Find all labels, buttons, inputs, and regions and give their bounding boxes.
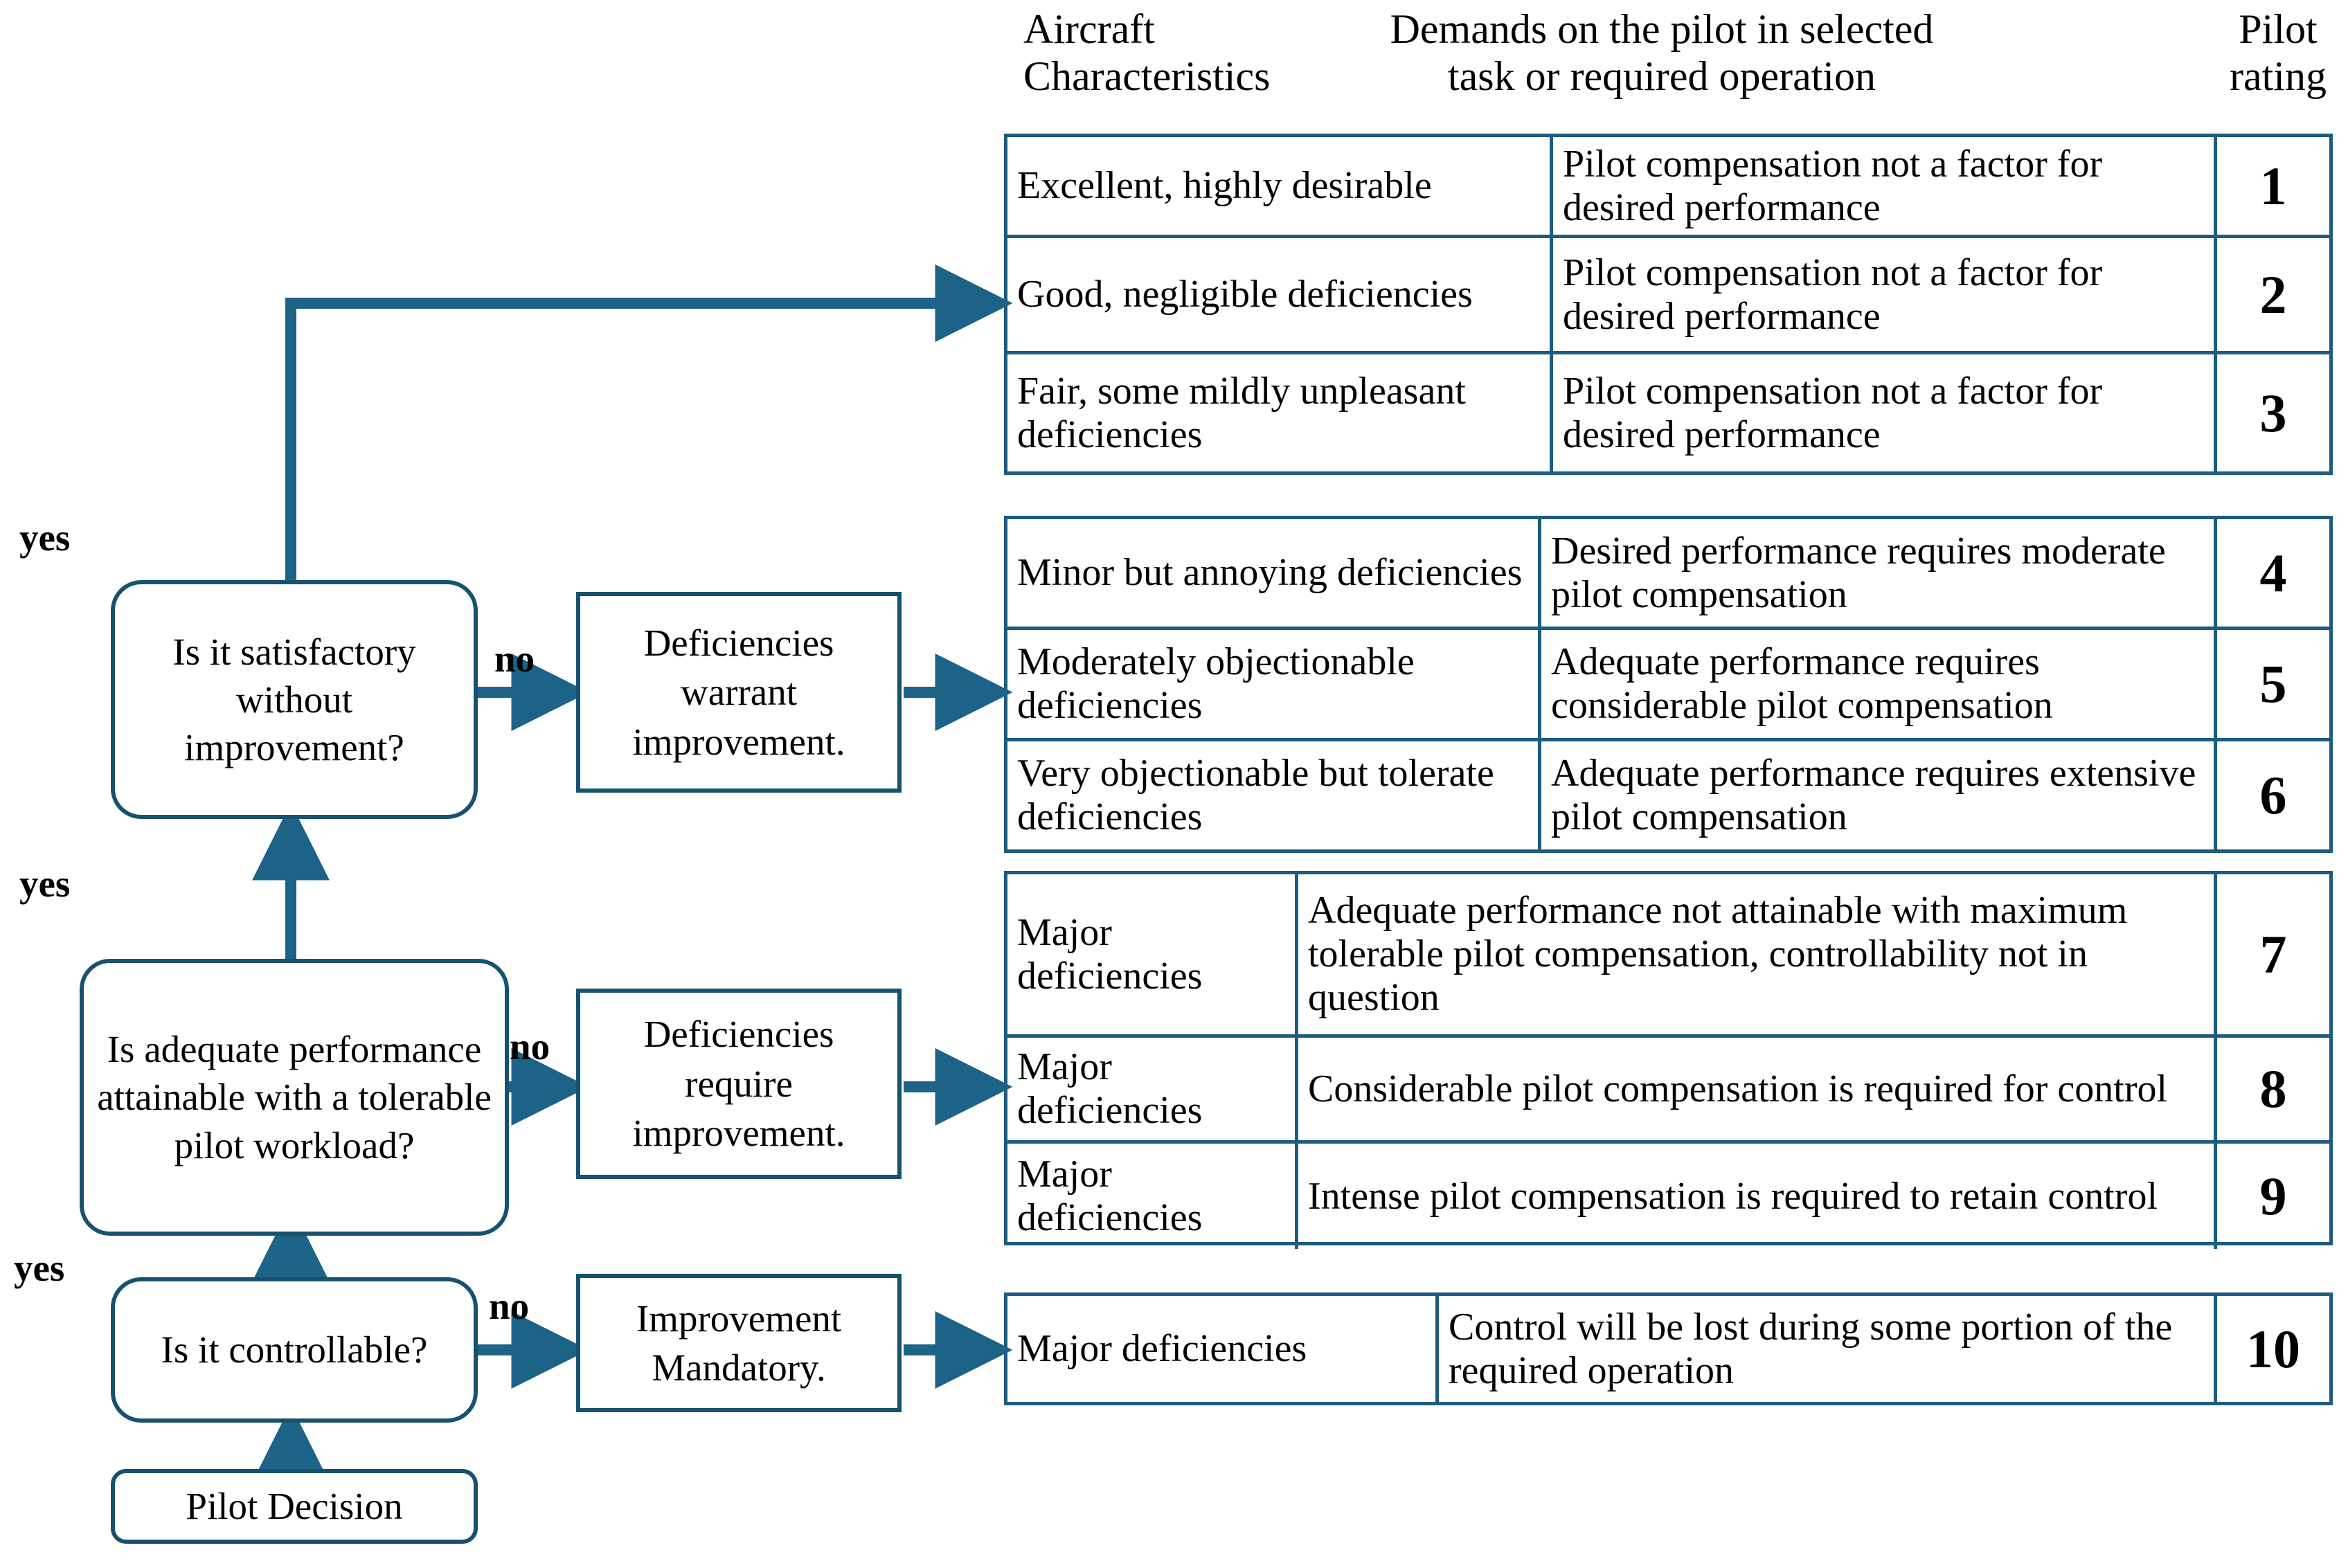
header-line-1: Demands on the pilot in selected (1390, 6, 1934, 52)
rating-table-block-4: Major deficiencies Control will be lost … (1004, 1292, 2333, 1405)
label-yes-satisfactory: yes (19, 516, 71, 559)
cell-demands: Considerable pilot compensation is requi… (1298, 1038, 2217, 1140)
cell-characteristics: Minor but annoying deficiencies (1007, 519, 1541, 627)
cell-demands: Adequate performance not attainable with… (1298, 874, 2217, 1034)
cell-characteristics: Moderately objectionable deficiencies (1007, 630, 1541, 738)
table-row: Good, negligible deficiencies Pilot comp… (1007, 238, 2329, 354)
cell-rating: 3 (2259, 382, 2287, 443)
rating-table-block-2: Minor but annoying deficiencies Desired … (1004, 516, 2333, 853)
label-yes-adequate: yes (19, 863, 71, 905)
header-line-1: Aircraft (1023, 6, 1155, 52)
table-row: Excellent, highly desirable Pilot compen… (1007, 137, 2329, 238)
cell-characteristics: Major deficiencies (1007, 1144, 1298, 1249)
label-no-controllable: no (489, 1285, 530, 1327)
cell-demands: Control will be lost during some portion… (1439, 1296, 2217, 1402)
table-row: Major deficiencies Adequate performance … (1007, 874, 2329, 1038)
cell-rating: 6 (2259, 765, 2287, 826)
cell-rating: 5 (2259, 654, 2287, 714)
table-row: Very objectionable but tolerate deficien… (1007, 741, 2329, 849)
rating-table-block-1: Excellent, highly desirable Pilot compen… (1004, 134, 2333, 475)
cell-characteristics: Major deficiencies (1007, 1296, 1439, 1402)
column-header-aircraft-characteristics: Aircraft Characteristics (1023, 6, 1439, 100)
process-box-deficiencies-warrant[interactable]: Deficiencies warrant improvement. (576, 592, 902, 793)
cell-rating: 7 (2259, 923, 2287, 984)
table-row: Fair, some mildly unpleasant deficiencie… (1007, 354, 2329, 471)
cell-characteristics: Good, negligible deficiencies (1007, 238, 1553, 351)
decision-box-satisfactory[interactable]: Is it satisfactory without improvement? (111, 580, 478, 819)
header-line-2: task or required operation (1447, 53, 1876, 100)
column-header-demands-on-pilot: Demands on the pilot in selected task or… (1129, 6, 2195, 100)
cell-rating: 4 (2259, 542, 2287, 603)
label-yes-controllable: yes (14, 1247, 65, 1289)
cell-demands: Pilot compensation not a factor for desi… (1553, 137, 2217, 235)
cell-characteristics: Major deficiencies (1007, 1038, 1298, 1140)
cell-rating: 9 (2259, 1166, 2287, 1227)
table-row: Minor but annoying deficiencies Desired … (1007, 519, 2329, 630)
cell-characteristics: Major deficiencies (1007, 874, 1298, 1034)
label-no-adequate: no (510, 1025, 550, 1067)
process-box-deficiencies-require[interactable]: Deficiencies require improvement. (576, 989, 902, 1179)
connector-yes-satisfactory (285, 264, 1013, 608)
cell-rating: 8 (2259, 1058, 2287, 1119)
decision-box-adequate-performance[interactable]: Is adequate performance attainable with … (80, 959, 509, 1236)
table-row: Major deficiencies Intense pilot compens… (1007, 1144, 2329, 1249)
cell-rating: 1 (2259, 155, 2287, 216)
cell-demands: Pilot compensation not a factor for desi… (1553, 238, 2217, 351)
cell-rating: 2 (2259, 264, 2287, 325)
table-row: Moderately objectionable deficiencies Ad… (1007, 630, 2329, 741)
header-line-2: Characteristics (1023, 53, 1271, 100)
cell-demands: Desired performance requires moderate pi… (1541, 519, 2217, 627)
cell-demands: Intense pilot compensation is required t… (1298, 1144, 2217, 1249)
header-line-1: Pilot (2239, 6, 2318, 52)
cell-demands: Pilot compensation not a factor for desi… (1553, 354, 2217, 471)
decision-box-controllable[interactable]: Is it controllable? (111, 1277, 478, 1423)
cell-characteristics: Very objectionable but tolerate deficien… (1007, 741, 1541, 849)
table-row: Major deficiencies Control will be lost … (1007, 1296, 2329, 1402)
column-header-pilot-rating: Pilot rating (2209, 6, 2347, 100)
table-row: Major deficiencies Considerable pilot co… (1007, 1038, 2329, 1144)
cell-characteristics: Excellent, highly desirable (1007, 137, 1553, 235)
label-no-satisfactory: no (494, 638, 535, 680)
header-line-2: rating (2230, 53, 2327, 100)
process-box-improvement-mandatory[interactable]: Improvement Mandatory. (576, 1274, 902, 1412)
cell-rating: 10 (2246, 1318, 2300, 1379)
start-box-pilot-decision[interactable]: Pilot Decision (111, 1469, 478, 1544)
cell-demands: Adequate performance requires considerab… (1541, 630, 2217, 738)
rating-table-block-3: Major deficiencies Adequate performance … (1004, 871, 2333, 1249)
cell-demands: Adequate performance requires extensive … (1541, 741, 2217, 849)
cell-characteristics: Fair, some mildly unpleasant deficiencie… (1007, 354, 1553, 471)
